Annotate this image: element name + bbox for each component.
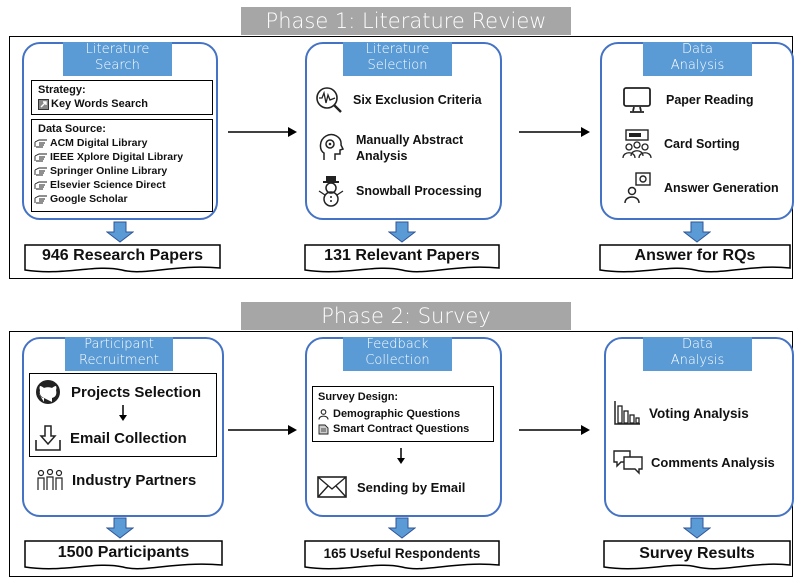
people-group-icon xyxy=(37,469,63,490)
demographic-item: Demographic Questions xyxy=(318,408,460,421)
survey-design-title: Survey Design: xyxy=(318,391,399,403)
phase1-search-result: 946 Research Papers xyxy=(42,247,203,264)
pointing-hand-icon xyxy=(34,139,47,147)
monitor-icon xyxy=(623,87,651,113)
down-arrow xyxy=(106,221,134,243)
phase2-recruit-result: 1500 Participants xyxy=(57,544,190,561)
strategy-box: Strategy: Key Words Search xyxy=(31,80,213,115)
smart-contract-item: Smart Contract Questions xyxy=(318,423,469,436)
phase2-feedback-result: 165 Useful Respondents xyxy=(323,546,481,561)
envelope-icon xyxy=(317,476,347,498)
arrow-feedback-to-analysis xyxy=(519,425,590,435)
group-board-icon xyxy=(622,129,652,159)
data-source-item: ACM Digital Library xyxy=(34,136,183,150)
snowball-item: Snowball Processing xyxy=(318,175,482,207)
result-banner xyxy=(599,244,791,273)
manual-abstract-line1: Manually Abstract xyxy=(356,133,464,147)
data-source-title: Data Source: xyxy=(38,123,106,135)
comments-analysis-item: Comments Analysis xyxy=(613,449,775,475)
survey-design-box: Survey Design: Demographic Questions Sma… xyxy=(312,386,494,442)
data-source-item: IEEE Xplore Digital Library xyxy=(34,150,183,164)
snowman-icon xyxy=(318,176,344,207)
result-banner xyxy=(603,540,791,570)
manual-abstract-line2: Analysis xyxy=(356,149,408,163)
phase2-title: Phase 2: Survey xyxy=(241,302,571,330)
small-down-arrow xyxy=(119,405,127,421)
card-sorting-item: Card Sorting xyxy=(622,129,740,159)
person-gear-icon xyxy=(624,172,651,204)
down-arrow xyxy=(683,221,711,243)
manual-abstract-item: Manually Abstract Analysis xyxy=(318,132,463,164)
wave-magnifier-icon xyxy=(316,87,342,113)
email-collection-item: Email Collection xyxy=(34,424,187,452)
industry-partners-item: Industry Partners xyxy=(36,469,196,491)
download-icon xyxy=(35,425,61,451)
paper-reading-item: Paper Reading xyxy=(622,86,754,114)
document-icon xyxy=(318,424,329,435)
arrow-search-to-selection xyxy=(228,127,297,137)
comments-icon xyxy=(613,450,643,475)
pointing-hand-icon xyxy=(34,167,47,175)
result-banner xyxy=(304,244,500,273)
arrow-selection-to-analysis xyxy=(519,127,590,137)
phase1-title: Phase 1: Literature Review xyxy=(241,7,571,35)
phase1-selection-result: 131 Relevant Papers xyxy=(324,247,480,264)
exclusion-criteria-item: Six Exclusion Criteria xyxy=(315,86,482,114)
data-source-item: Google Scholar xyxy=(34,192,183,206)
down-arrow xyxy=(683,517,711,539)
voting-analysis-item: Voting Analysis xyxy=(613,400,749,426)
pointing-hand-icon xyxy=(34,195,47,203)
data-source-item: Elsevier Science Direct xyxy=(34,178,183,192)
small-down-arrow xyxy=(397,448,405,464)
down-arrow xyxy=(388,517,416,539)
strategy-item: Key Words Search xyxy=(38,98,148,111)
result-banner xyxy=(24,244,221,273)
data-source-item: Springer Online Library xyxy=(34,164,183,178)
strategy-title: Strategy: xyxy=(38,84,86,96)
phase1-analysis-result: Answer for RQs xyxy=(634,247,756,264)
arrow-recruit-to-feedback xyxy=(228,425,297,435)
person-icon xyxy=(318,409,329,420)
bar-chart-icon xyxy=(614,401,640,425)
projects-selection-item: Projects Selection xyxy=(35,379,201,405)
search-icon xyxy=(38,99,49,110)
result-banner xyxy=(24,540,223,570)
sending-email-item: Sending by Email xyxy=(317,476,465,498)
down-arrow xyxy=(106,517,134,539)
github-icon xyxy=(36,380,60,404)
down-arrow xyxy=(388,221,416,243)
phase2-analysis-result: Survey Results xyxy=(639,545,755,562)
pointing-hand-icon xyxy=(34,181,47,189)
pointing-hand-icon xyxy=(34,153,47,161)
result-banner xyxy=(304,540,500,570)
answer-generation-item: Answer Generation xyxy=(624,172,779,204)
head-gear-icon xyxy=(319,133,344,160)
